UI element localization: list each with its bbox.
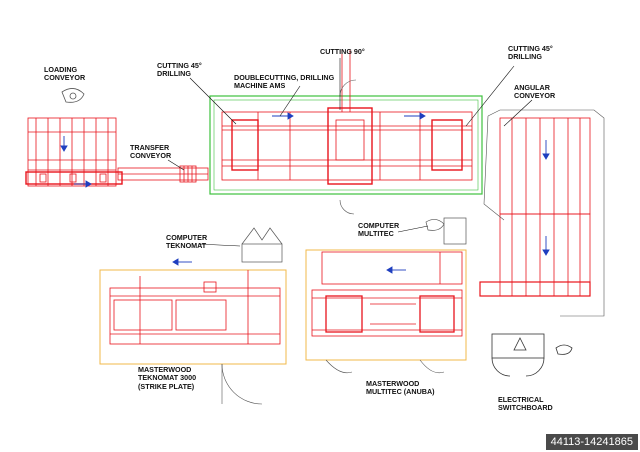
loading-operator-icon (61, 88, 85, 103)
label-cutting-45-right: CUTTING 45°DRILLING (508, 44, 553, 62)
label-cutting-45-left: CUTTING 45°DRILLING (157, 61, 202, 79)
leader-lines (167, 58, 533, 247)
listing-id-badge: 44113-14241865 (545, 434, 638, 450)
masterwood-teknomat-3000 (109, 270, 281, 345)
teknomat-frame (99, 269, 287, 365)
angular-conveyor-outline (483, 109, 605, 317)
electrical-switchboard (491, 333, 573, 377)
angular-conveyor (479, 117, 591, 297)
flow-arrows (60, 112, 550, 274)
computer-multitec-station (425, 217, 467, 245)
door-swing-teknomat (221, 363, 263, 405)
door-swing-multitec (325, 359, 445, 374)
doublecutting-machine-ams (221, 50, 473, 185)
transfer-conveyor (117, 165, 209, 183)
computer-teknomat-desk (241, 227, 283, 263)
multitec-frame (305, 249, 467, 361)
loading-conveyor (25, 117, 123, 187)
masterwood-multitec (311, 251, 463, 337)
guard-fence-ams (209, 95, 483, 195)
label-cutting-90: CUTTING 90° (320, 47, 365, 56)
